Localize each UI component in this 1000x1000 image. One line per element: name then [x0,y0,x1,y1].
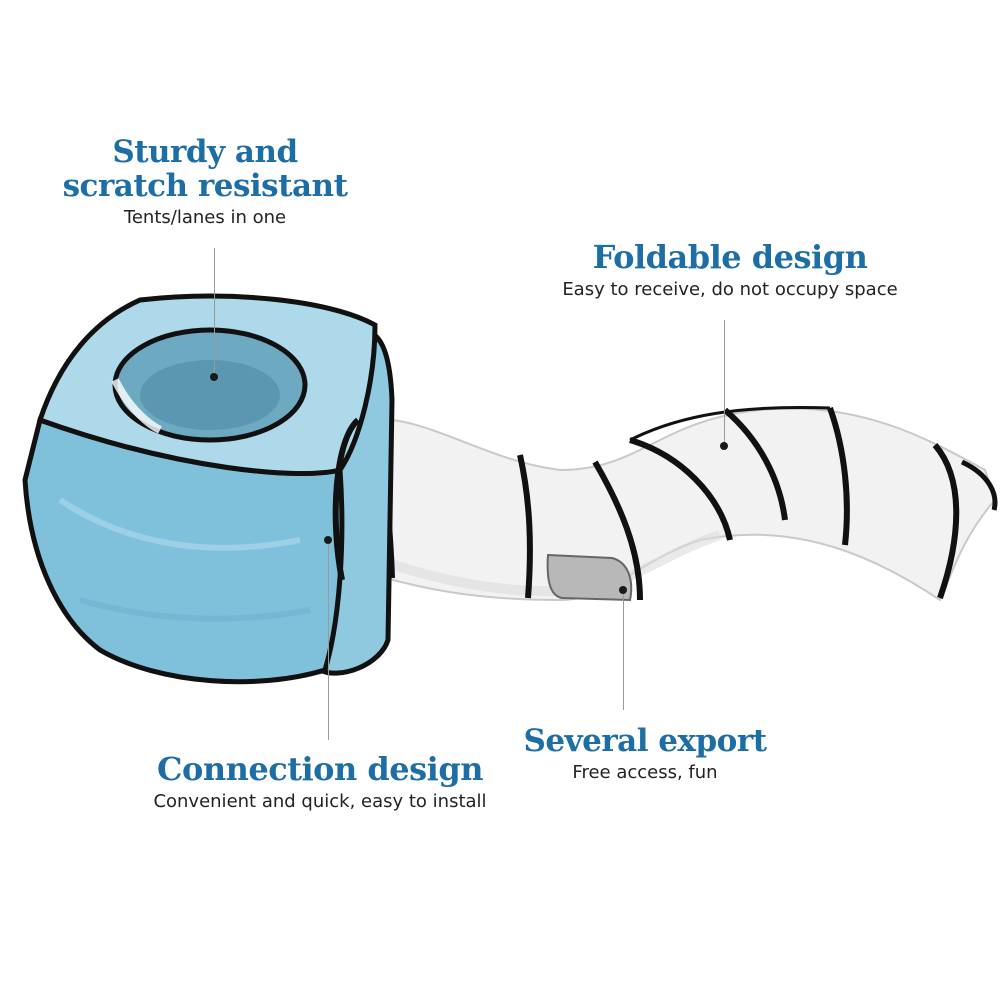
cube-tent [22,293,395,685]
feature-title-line1: Sturdy and [112,134,298,170]
leader-line-sturdy [214,248,215,378]
leader-line-export [623,590,624,710]
feature-sturdy: Sturdy and scratch resistant Tents/lanes… [40,135,370,228]
feature-subtitle: Free access, fun [572,762,718,784]
leader-dot-connection [324,536,332,544]
feature-title: Sturdy and scratch resistant [40,135,370,203]
tunnel [359,405,998,602]
feature-title-line2: scratch resistant [62,168,348,205]
feature-subtitle: Tents/lanes in one [123,207,287,229]
leader-line-foldable [724,320,725,445]
feature-subtitle: Convenient and quick, easy to install [153,791,487,813]
leader-dot-foldable [720,442,728,450]
feature-connection: Connection design Convenient and quick, … [110,750,530,813]
feature-title: Connection design [157,750,483,788]
leader-dot-export [619,586,627,594]
feature-title: Foldable design [592,238,868,276]
leader-dot-sturdy [210,373,218,381]
feature-subtitle: Easy to receive, do not occupy space [562,279,898,301]
feature-title: Several export [523,723,767,759]
feature-export: Several export Free access, fun [500,724,790,783]
feature-foldable: Foldable design Easy to receive, do not … [520,238,940,301]
leader-line-connection [328,540,329,740]
